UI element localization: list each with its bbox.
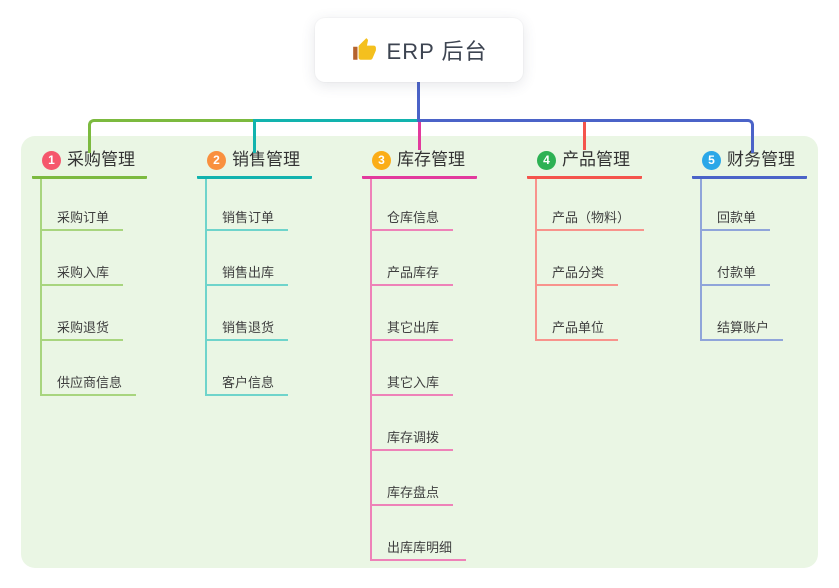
node-inventory-1: 产品库存 [370,262,454,286]
root-node-label: ERP 后台 [386,39,488,64]
connector-branch-purchase [88,119,256,153]
branch-children: 采购订单采购入库采购退货供应商信息 [40,179,192,396]
node-finance-2: 结算账户 [700,317,784,341]
node-purchase-2: 采购退货 [40,317,124,341]
branch-title-product: 产品管理 [562,150,630,169]
node-inventory-2: 其它出库 [370,317,454,341]
node-inventory-6: 出库库明细 [370,537,467,561]
node-inventory-0: 仓库信息 [370,207,454,231]
node-product-2: 产品单位 [535,317,619,341]
thumbs-up-icon [352,38,376,60]
mindmap-panel: 1 采购管理 采购订单采购入库采购退货供应商信息 2 销售管理 销售订单销售出库… [21,136,818,568]
branch-product: 4 产品管理 产品（物料） 产品分类产品单位 [527,149,687,341]
branch-header: 3 库存管理 [362,149,477,179]
branch-number-badge: 1 [42,150,61,170]
branch-number-badge: 3 [372,150,391,170]
node-product-0: 产品（物料） [535,207,645,231]
branch-sales: 2 销售管理 销售订单销售出库销售退货客户信息 [197,149,357,396]
branch-number-badge: 2 [207,150,226,170]
connector-root-vertical [417,82,420,120]
node-inventory-3: 其它入库 [370,372,454,396]
branch-title-finance: 财务管理 [727,150,795,169]
branch-header: 4 产品管理 [527,149,642,179]
node-purchase-1: 采购入库 [40,262,124,286]
node-finance-1: 付款单 [700,262,771,286]
node-inventory-4: 库存调拨 [370,427,454,451]
connector-branch-product [583,122,586,150]
node-sales-3: 客户信息 [205,372,289,396]
branch-number-badge: 5 [702,150,721,170]
node-purchase-3: 供应商信息 [40,372,137,396]
branch-children: 销售订单销售出库销售退货客户信息 [205,179,357,396]
branch-inventory: 3 库存管理 仓库信息产品库存其它出库其它入库库存调拨库存盘点出库库明细 [362,149,522,561]
branch-finance: 5 财务管理 回款单付款单结算账户 [692,149,839,341]
branch-header: 1 采购管理 [32,149,147,179]
branch-purchase: 1 采购管理 采购订单采购入库采购退货供应商信息 [32,149,192,396]
connector-branch-finance [417,119,754,153]
node-finance-0: 回款单 [700,207,771,231]
branch-title-purchase: 采购管理 [67,150,135,169]
branch-header: 2 销售管理 [197,149,312,179]
branch-children: 仓库信息产品库存其它出库其它入库库存调拨库存盘点出库库明细 [370,179,522,561]
branch-children: 产品（物料） 产品分类产品单位 [535,179,687,341]
node-sales-2: 销售退货 [205,317,289,341]
node-purchase-0: 采购订单 [40,207,124,231]
branch-title-sales: 销售管理 [232,150,300,169]
connector-branch-sales [253,119,420,153]
node-inventory-5: 库存盘点 [370,482,454,506]
connector-branch-inventory [418,122,421,150]
branch-children: 回款单付款单结算账户 [700,179,839,341]
root-node-erp-backend: ERP 后台 [315,18,523,82]
node-product-1: 产品分类 [535,262,619,286]
node-sales-0: 销售订单 [205,207,289,231]
branch-header: 5 财务管理 [692,149,807,179]
branch-title-inventory: 库存管理 [397,150,465,169]
branch-number-badge: 4 [537,150,556,170]
node-sales-1: 销售出库 [205,262,289,286]
